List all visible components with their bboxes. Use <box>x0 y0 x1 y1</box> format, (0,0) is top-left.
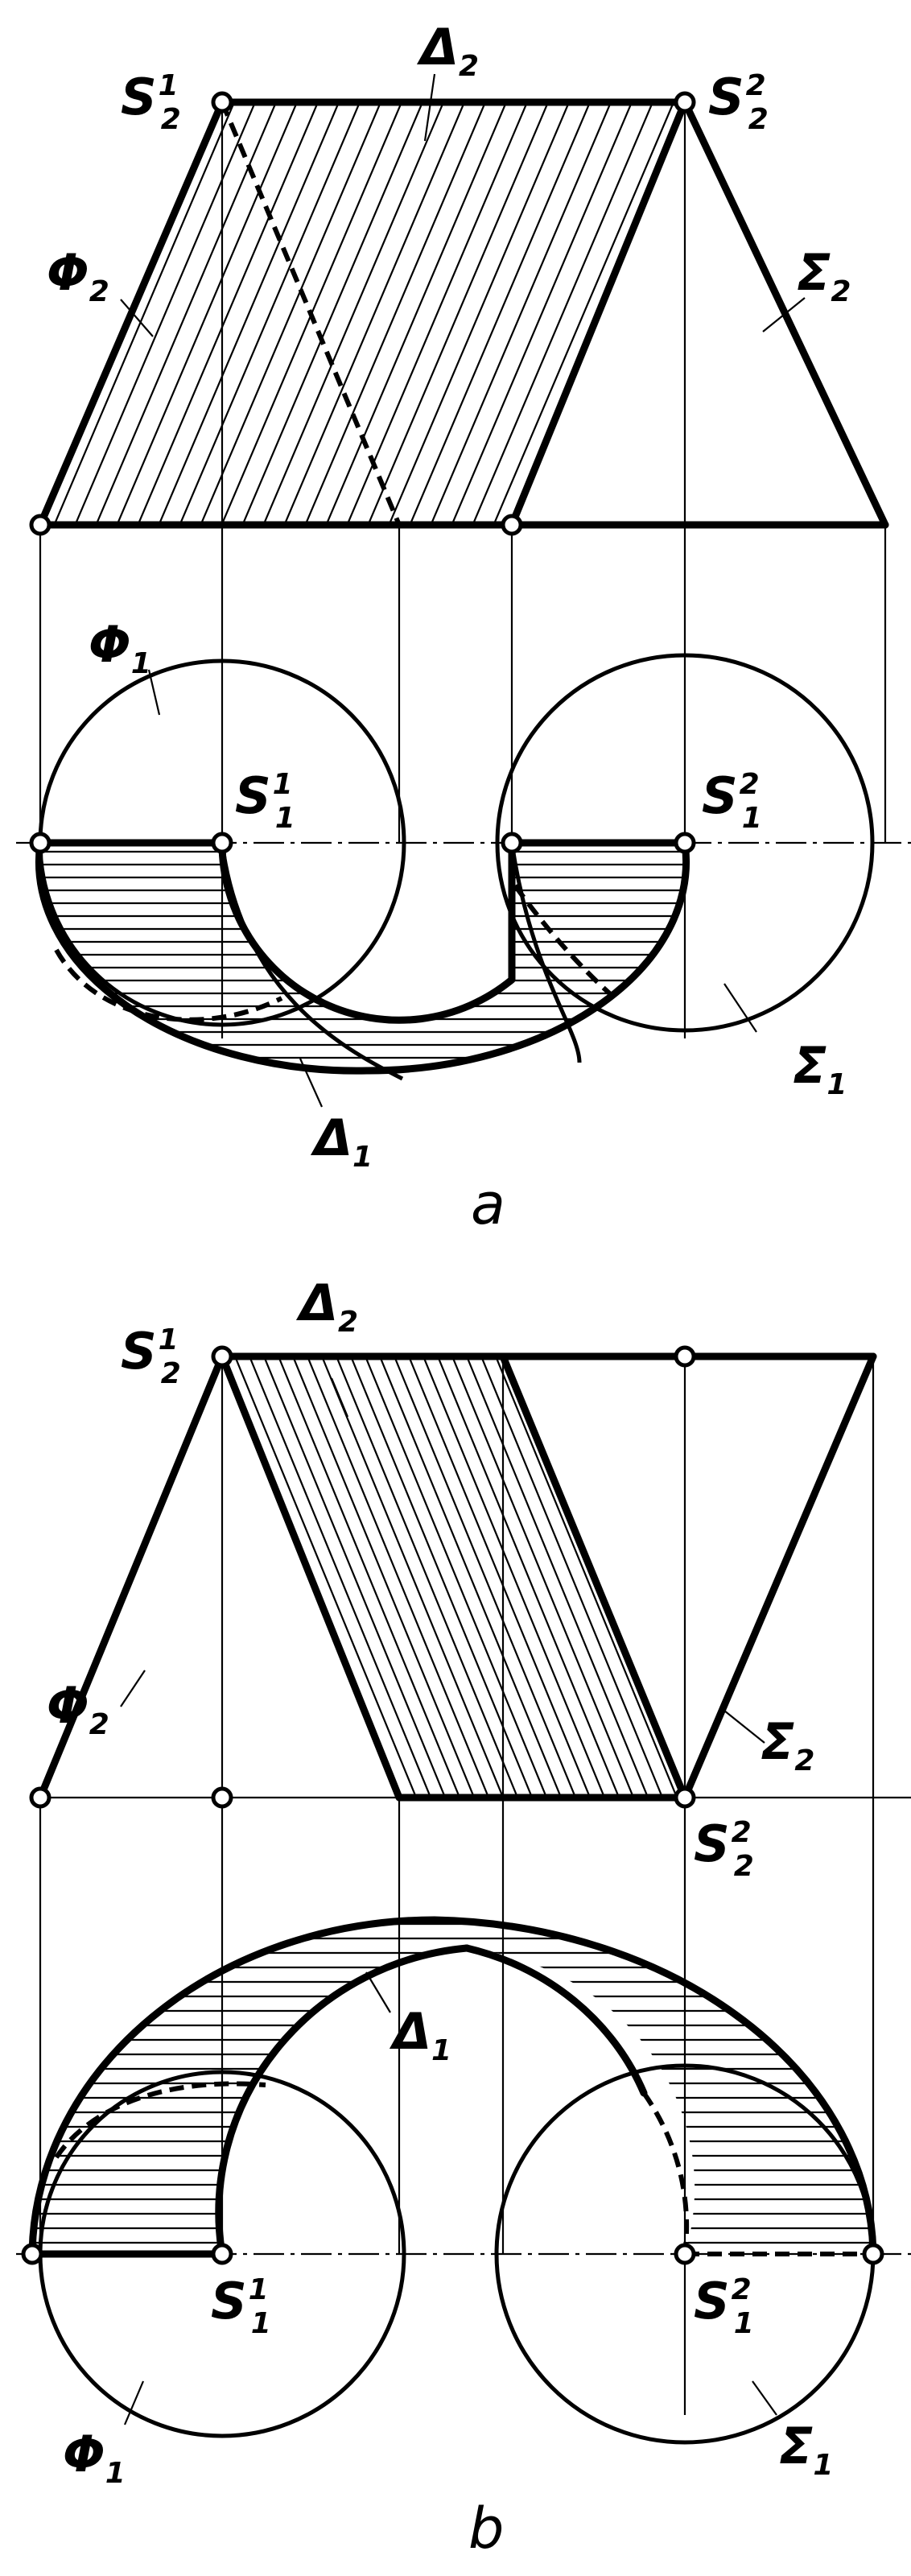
label-delta2-a: Δ2 <box>416 18 479 83</box>
label-phi1-b: Φ1 <box>63 2425 126 2490</box>
label-phi2-b: Φ2 <box>47 1676 109 1741</box>
point-s1-1-a <box>211 832 233 854</box>
point-mid-top-view-a <box>501 832 523 854</box>
point-top-right-mid-b <box>674 1345 696 1368</box>
label-sigma2-b: Σ2 <box>761 1712 814 1777</box>
point-left-top-view-b <box>21 2243 43 2265</box>
point-left-base-b <box>29 1786 52 1809</box>
label-delta1-a: Δ1 <box>310 1108 373 1174</box>
point-left-top-view-a <box>29 832 52 854</box>
point-s1-2-a <box>674 832 696 854</box>
leaders-b <box>120 1377 777 2425</box>
top-view-a <box>35 653 875 1081</box>
label-delta2-b: Δ2 <box>295 1274 358 1339</box>
point-mid-base-a <box>501 514 523 536</box>
label-delta1-b: Δ1 <box>389 2002 451 2067</box>
point-s-base-b <box>211 1786 233 1809</box>
point-s2-1-a <box>211 91 233 114</box>
point-left-base-a <box>29 514 52 536</box>
projection-lines-a <box>16 102 911 1038</box>
point-s2-1-b <box>211 1345 233 1368</box>
front-view-b <box>36 1352 877 1802</box>
label-sigma1-a: Σ1 <box>793 1036 847 1101</box>
point-s1-1-b <box>211 2243 233 2265</box>
points-a <box>29 91 696 854</box>
label-phi2-a: Φ2 <box>47 243 109 308</box>
point-s2-2-a <box>674 91 696 114</box>
point-s2-2-b <box>674 1786 696 1809</box>
label-sigma2-a: Σ2 <box>797 243 851 308</box>
leaders-a <box>120 73 806 1108</box>
caption-a: a <box>471 1171 505 1237</box>
front-view-a <box>36 98 889 529</box>
delta1-hatching-b <box>32 1922 873 2244</box>
top-view-b <box>28 1916 877 2445</box>
point-s1-2-b <box>674 2243 696 2265</box>
points-b <box>21 1345 884 2265</box>
point-right-top-view-b <box>862 2243 884 2265</box>
label-sigma1-b: Σ1 <box>779 2417 833 2482</box>
delta2-hatching-b <box>222 1356 685 1798</box>
label-phi1-a: Φ1 <box>89 615 151 680</box>
caption-b: b <box>468 2496 504 2562</box>
